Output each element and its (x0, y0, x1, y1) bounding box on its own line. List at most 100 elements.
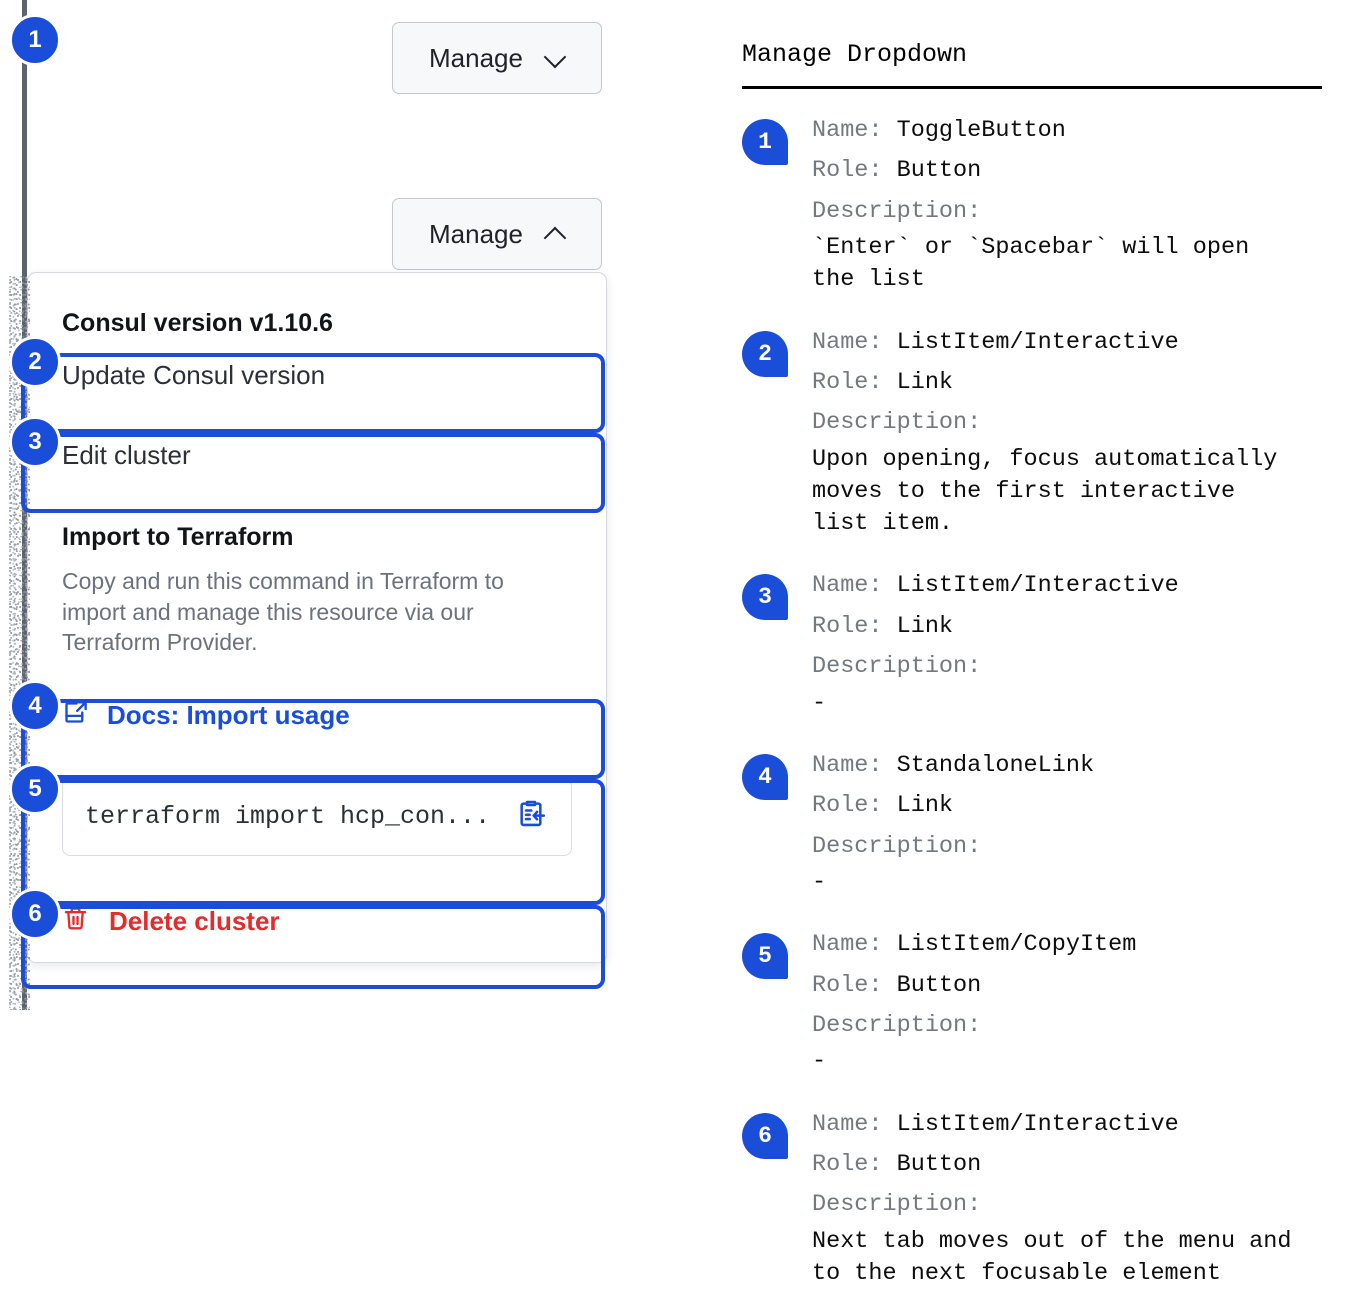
manage-toggle-label-open: Manage (429, 218, 523, 249)
spec-description-label: Description: (812, 832, 982, 860)
spec-role-label: Role: (812, 971, 897, 999)
spec-description-value: Next tab moves out of the menu and to th… (812, 1227, 1292, 1287)
spec-name-value: ToggleButton (896, 117, 1066, 144)
docs-import-usage-label: Docs: Import usage (107, 700, 350, 731)
consul-version-heading: Consul version v1.10.6 (62, 309, 333, 337)
spec-name: Name: ListItem/Interactive (812, 1105, 1322, 1145)
spec-role: Role: Link (812, 786, 1322, 826)
spec-name-label: Name: (812, 117, 897, 144)
spec-role: Role: Button (812, 151, 1322, 191)
spec-role: Role: Link (812, 363, 1322, 403)
marker-badge-1: 1 (9, 14, 61, 66)
copy-to-clipboard-icon[interactable] (515, 798, 547, 835)
spec-badge-3: 3 (742, 574, 788, 621)
chevron-up-icon (545, 224, 565, 244)
spec-name-label: Name: (812, 931, 897, 959)
spec-panel-title: Manage Dropdown (742, 40, 968, 69)
chevron-down-icon (545, 48, 565, 68)
marker-badge-6: 6 (9, 888, 61, 940)
terraform-command-row: terraform import hcp_con... (28, 756, 606, 882)
spec-role-label: Role: (812, 369, 897, 396)
spec-role: Role: Button (812, 966, 1322, 1006)
trash-icon (62, 904, 89, 940)
spec-role-value: Button (896, 157, 982, 185)
terraform-command-field[interactable]: terraform import hcp_con... (62, 777, 572, 856)
spec-description-label: Description: (812, 409, 982, 437)
spec-description-value: `Enter` or `Spacebar` will open the list (812, 234, 1250, 294)
spec-name: Name: StandaloneLink (812, 746, 1322, 786)
spec-description-value: - (812, 689, 827, 717)
spec-role-label: Role: (812, 612, 897, 640)
spec-role-value: Link (896, 792, 954, 820)
manage-dropdown-panel: Consul version v1.10.6 Update Consul ver… (27, 272, 607, 963)
spec-role-value: Link (896, 612, 954, 640)
marker-badge-2: 2 (9, 336, 61, 388)
spec-role-label: Role: (812, 157, 897, 185)
spec-role-value: Button (896, 971, 982, 999)
spec-description-value: - (812, 869, 827, 896)
import-to-terraform-description: Copy and run this command in Terraform t… (62, 568, 504, 656)
manage-toggle-label-closed: Manage (429, 42, 523, 73)
spec-badge-2: 2 (742, 330, 788, 377)
spec-description-value: Upon opening, focus automatically moves … (812, 445, 1278, 538)
marker-badge-5: 5 (9, 763, 61, 815)
marker-badge-4: 4 (9, 680, 61, 732)
spec-name-label: Name: (812, 328, 897, 356)
spec-name-label: Name: (812, 572, 897, 600)
import-to-terraform-heading: Import to Terraform (62, 523, 294, 551)
spec-role-value: Button (896, 1151, 982, 1178)
spec-name-value: ListItem/Interactive (896, 328, 1179, 356)
menu-item-docs-import-usage[interactable]: Docs: Import usage (28, 676, 606, 756)
manage-toggle-button-open[interactable]: Manage (392, 198, 602, 270)
spec-description-label: Description: (812, 653, 982, 681)
menu-item-edit-cluster[interactable]: Edit cluster (28, 415, 606, 495)
delete-cluster-label: Delete cluster (109, 906, 280, 937)
spec-name-value: ListItem/Interactive (896, 1110, 1179, 1138)
spec-role: Role: Button (812, 1145, 1322, 1185)
spec-name-value: ListItem/Interactive (896, 572, 1179, 600)
menu-item-update-label: Update Consul version (62, 359, 326, 390)
menu-item-edit-label: Edit cluster (62, 439, 191, 470)
spec-role-label: Role: (812, 792, 897, 820)
spec-role-value: Link (896, 369, 954, 396)
manage-toggle-button-closed[interactable]: Manage (392, 22, 602, 94)
spec-role: Role: Link (812, 607, 1322, 647)
spec-description-label: Description: (812, 197, 982, 225)
spec-description-label: Description: (812, 1012, 982, 1039)
spec-name-label: Name: (812, 1110, 897, 1138)
spec-panel-divider (742, 86, 1322, 89)
import-to-terraform-block: Import to Terraform Copy and run this co… (28, 495, 606, 676)
spec-name: Name: ListItem/Interactive (812, 323, 1322, 363)
spec-name: Name: ListItem/Interactive (812, 566, 1322, 606)
spec-name-value: StandaloneLink (896, 751, 1095, 779)
marker-badge-3: 3 (9, 416, 61, 468)
spec-badge-1: 1 (742, 119, 788, 165)
spec-name-value: ListItem/CopyItem (896, 931, 1137, 959)
spec-role-label: Role: (812, 1151, 897, 1178)
terraform-command-text: terraform import hcp_con... (85, 802, 491, 832)
spec-name: Name: ToggleButton (812, 111, 1322, 151)
external-link-icon (62, 699, 89, 733)
menu-item-update-consul-version[interactable]: Update Consul version (28, 335, 606, 415)
spec-badge-4: 4 (742, 753, 788, 800)
spec-badge-5: 5 (742, 933, 788, 980)
spec-description-value: - (812, 1048, 827, 1076)
menu-item-delete-cluster[interactable]: Delete cluster (28, 882, 606, 962)
component-preview-column: Manage Manage Consul version v1.10.6 Upd… (0, 0, 700, 1282)
spec-badge-6: 6 (742, 1112, 788, 1159)
spec-name: Name: ListItem/CopyItem (812, 925, 1322, 965)
